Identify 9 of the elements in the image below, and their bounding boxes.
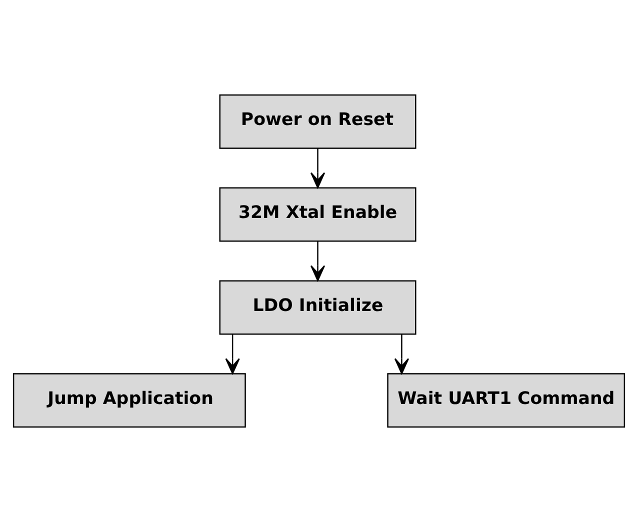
node-box: LDO Initialize	[219, 280, 416, 335]
arrow	[310, 241, 326, 282]
node-box: Power on Reset	[219, 94, 416, 149]
node-box: Jump Application	[12, 373, 246, 428]
arrow	[225, 334, 240, 374]
node-box: 32M Xtal Enable	[219, 187, 416, 242]
arrow	[394, 334, 410, 374]
node-box: Wait UART1 Command	[387, 373, 626, 428]
arrow	[310, 148, 326, 188]
